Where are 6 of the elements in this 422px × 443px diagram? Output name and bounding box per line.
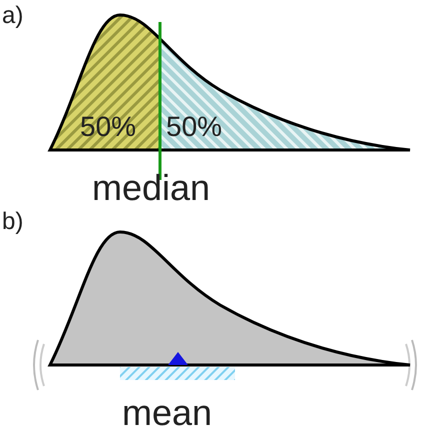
percentage-label: 50% bbox=[80, 113, 136, 141]
median-label: median bbox=[92, 170, 210, 206]
panel-label: a) bbox=[2, 4, 24, 28]
mean-label: mean bbox=[122, 395, 212, 431]
panel-label: b) bbox=[2, 210, 24, 234]
percentage-label: 50% bbox=[166, 113, 222, 141]
